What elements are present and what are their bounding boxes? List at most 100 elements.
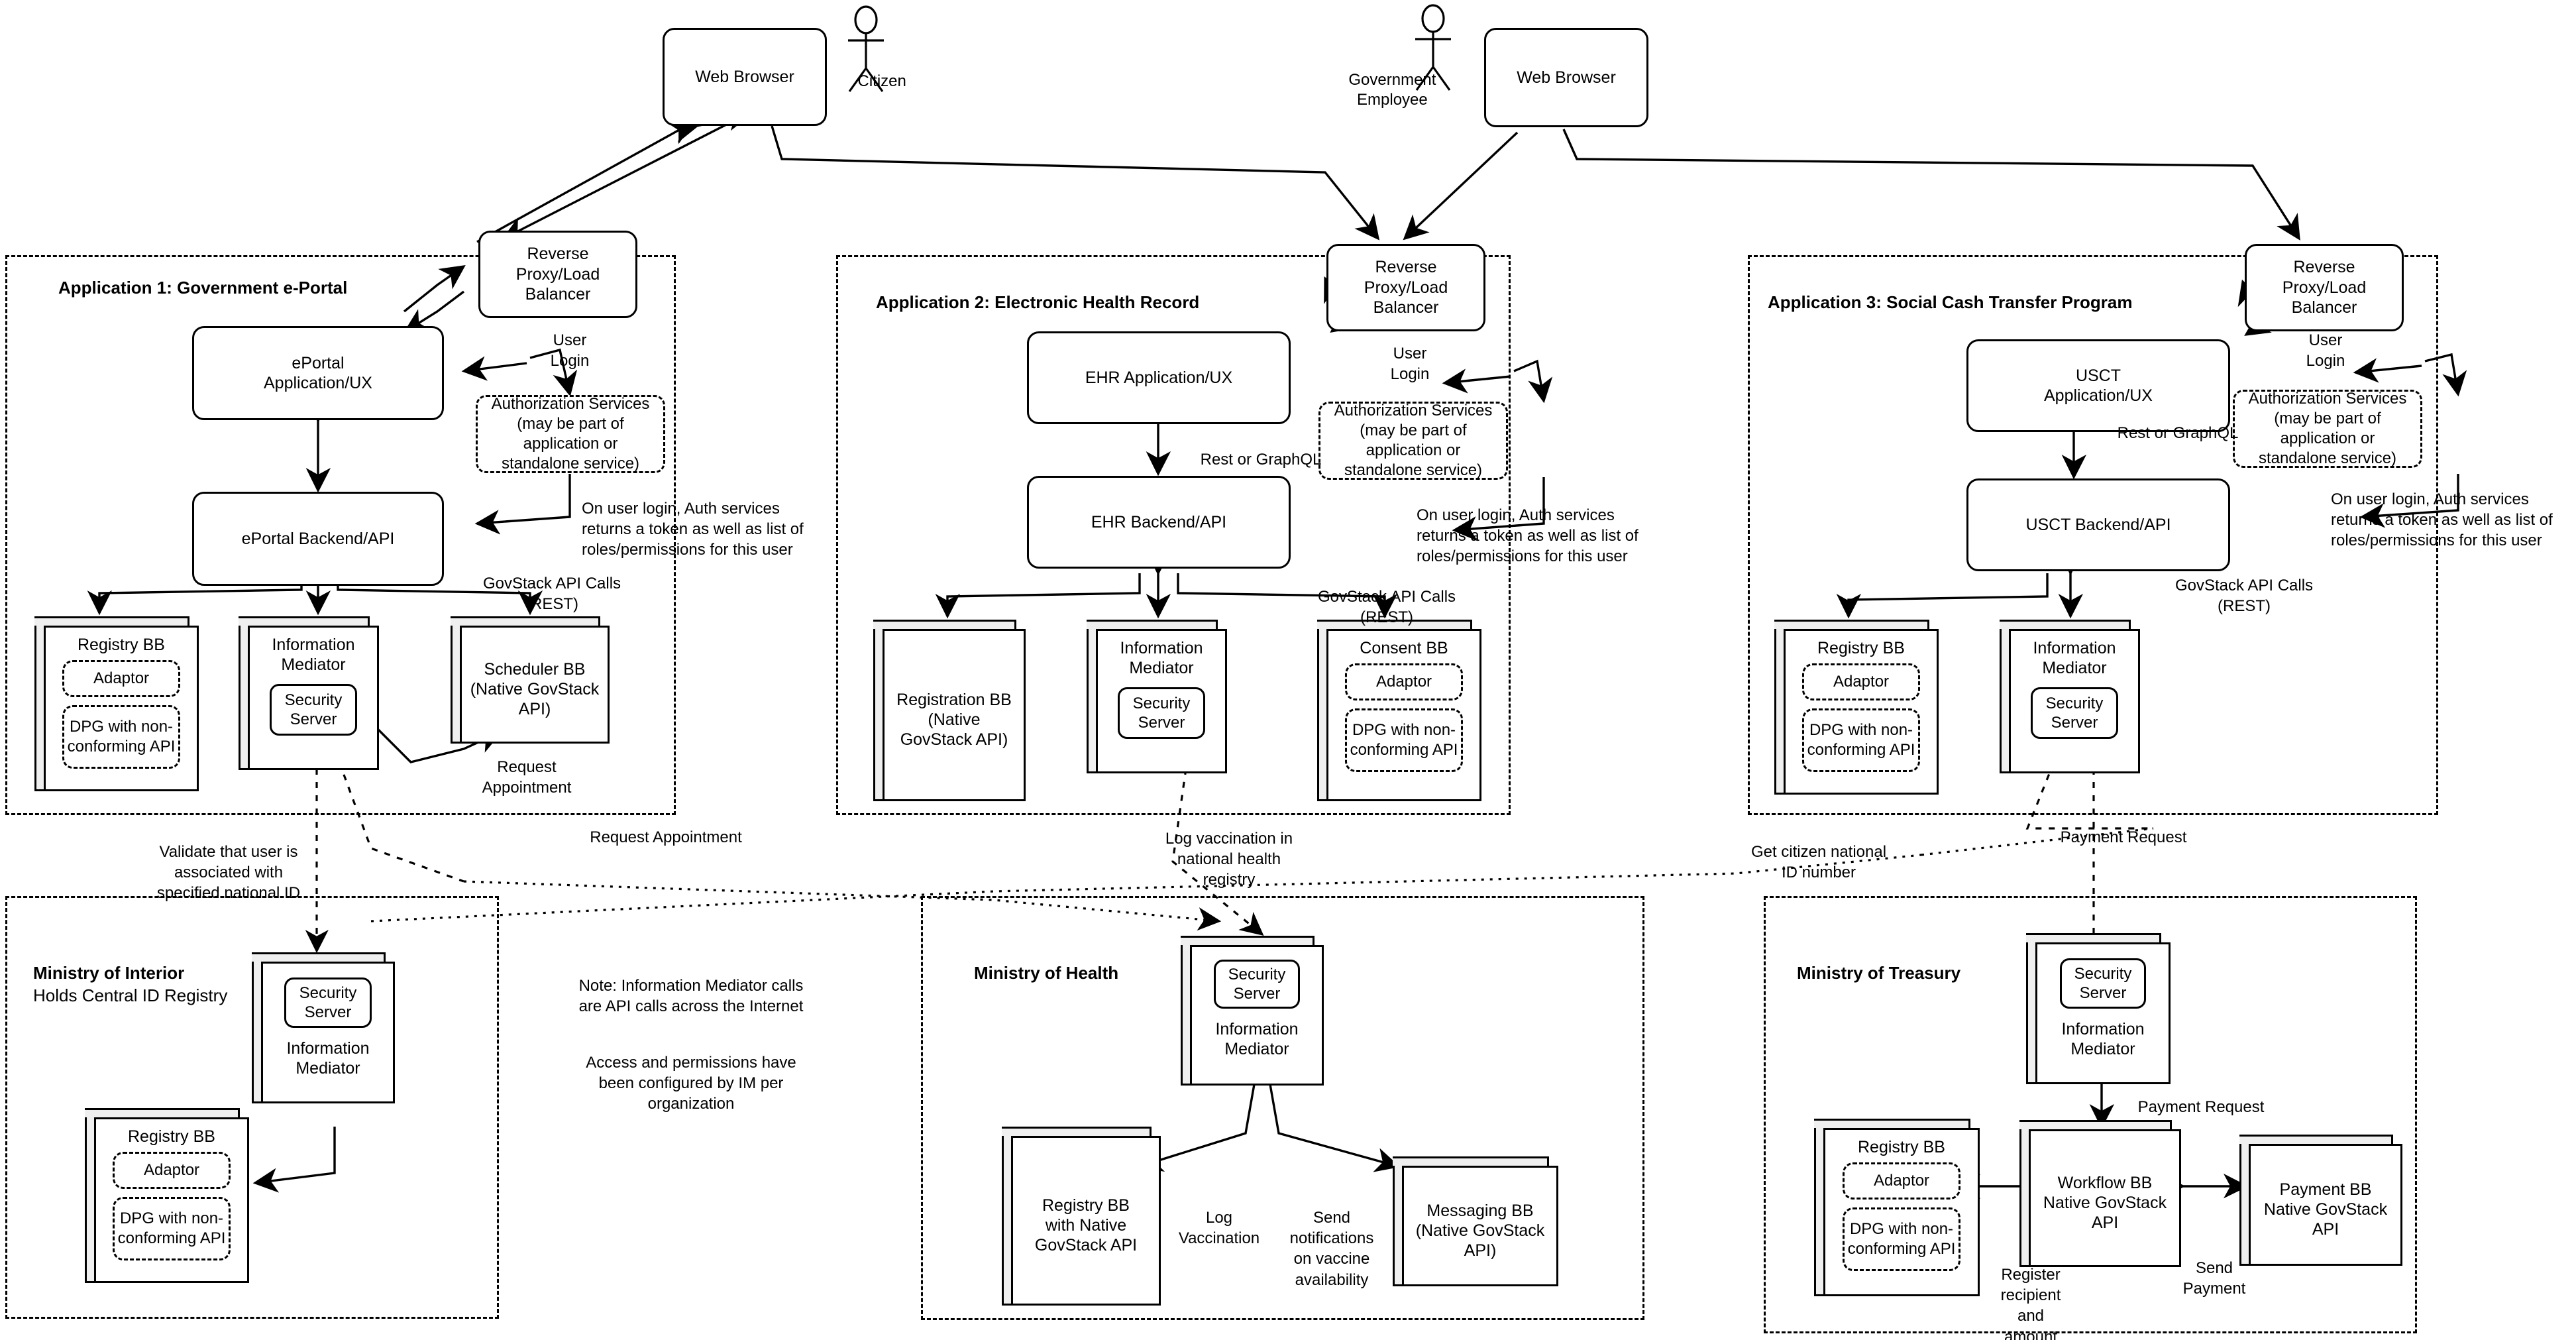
app1-backend[interactable]: ePortal Backend/API bbox=[192, 492, 444, 586]
treasury-payment-bb-title: Payment BB Native GovStack API bbox=[2263, 1180, 2388, 1239]
cube-top-face bbox=[2000, 620, 2131, 629]
app3-information-mediator-title: Information Mediator bbox=[2033, 639, 2116, 677]
cube-top-face bbox=[1814, 1119, 1970, 1128]
cube-top-face bbox=[2019, 1120, 2172, 1129]
zone-ministry-of-health-title: Ministry of Health bbox=[974, 963, 1119, 983]
cube-side-face bbox=[2019, 1129, 2029, 1267]
app1-frontend[interactable]: ePortal Application/UX bbox=[192, 326, 444, 420]
reverse-proxy-app2[interactable]: Reverse Proxy/Load Balancer bbox=[1326, 244, 1485, 331]
web-browser-employee[interactable]: Web Browser bbox=[1484, 28, 1648, 127]
app1-authorization-services[interactable]: Authorization Services (may be part of a… bbox=[476, 395, 665, 473]
treasury-payment-bb[interactable]: Payment BB Native GovStack API bbox=[2239, 1135, 2402, 1266]
reverse-proxy-app1[interactable]: Reverse Proxy/Load Balancer bbox=[478, 231, 637, 318]
interior-registry-bb[interactable]: Registry BB Adaptor DPG with non- confor… bbox=[85, 1108, 249, 1283]
app2-consent-bb-adaptor[interactable]: Adaptor bbox=[1345, 663, 1463, 700]
app2-consent-bb-dpg[interactable]: DPG with non- conforming API bbox=[1345, 708, 1463, 772]
web-browser-citizen[interactable]: Web Browser bbox=[663, 28, 827, 126]
zone-ministry-of-interior bbox=[5, 896, 499, 1319]
app1-govstack-api-calls-label: GovStack API Calls (REST) bbox=[482, 575, 621, 614]
app2-information-mediator[interactable]: Information Mediator Security Server bbox=[1087, 620, 1227, 773]
app2-transport-label: Rest or GraphQL bbox=[1200, 451, 1322, 469]
app3-backend[interactable]: USCT Backend/API bbox=[1966, 478, 2230, 571]
treasury-information-mediator-title: Information Mediator bbox=[2061, 1020, 2145, 1058]
app1-information-mediator[interactable]: Information Mediator Security Server bbox=[239, 616, 379, 770]
app1-registry-bb[interactable]: Registry BB Adaptor DPG with non- confor… bbox=[34, 616, 199, 791]
actor-citizen-label: Citizen bbox=[857, 72, 906, 90]
health-registry-bb[interactable]: Registry BB with Native GovStack API bbox=[1002, 1127, 1161, 1306]
cube-side-face bbox=[873, 629, 883, 801]
cube-top-face bbox=[1181, 936, 1315, 945]
app3-frontend[interactable]: USCT Application/UX bbox=[1966, 339, 2230, 432]
app2-authorization-services[interactable]: Authorization Services (may be part of a… bbox=[1318, 402, 1508, 480]
treasury-security-server[interactable]: Security Server bbox=[2060, 958, 2146, 1009]
zone-application-2-title: Application 2: Electronic Health Record bbox=[876, 292, 1200, 312]
app2-auth-note: On user login, Auth services returns a t… bbox=[1417, 506, 1638, 566]
treasury-registry-bb[interactable]: Registry BB Adaptor DPG with non- confor… bbox=[1814, 1119, 1980, 1296]
interior-registry-bb-adaptor[interactable]: Adaptor bbox=[113, 1152, 231, 1189]
app1-security-server[interactable]: Security Server bbox=[270, 684, 357, 736]
cube-top-face bbox=[2026, 933, 2161, 942]
app1-registry-bb-adaptor[interactable]: Adaptor bbox=[62, 660, 180, 697]
app3-information-mediator[interactable]: Information Mediator Security Server bbox=[2000, 620, 2140, 773]
interior-registry-bb-title: Registry BB bbox=[128, 1127, 215, 1146]
treasury-workflow-bb-title: Workflow BB Native GovStack API bbox=[2043, 1174, 2167, 1232]
app2-information-mediator-title: Information Mediator bbox=[1120, 639, 1203, 677]
app1-registry-bb-dpg[interactable]: DPG with non- conforming API bbox=[62, 705, 180, 769]
app2-registration-bb-title: Registration BB (Native GovStack API) bbox=[896, 691, 1012, 749]
app1-auth-note: On user login, Auth services returns a t… bbox=[582, 500, 804, 559]
app2-frontend[interactable]: EHR Application/UX bbox=[1027, 331, 1291, 424]
interior-registry-bb-dpg[interactable]: DPG with non- conforming API bbox=[113, 1197, 231, 1260]
interior-information-mediator[interactable]: Security Server Information Mediator bbox=[252, 952, 395, 1103]
interior-subtitle: Holds Central ID Registry bbox=[33, 985, 228, 1005]
app3-registry-bb-adaptor[interactable]: Adaptor bbox=[1802, 663, 1920, 700]
zone-application-1-title: Application 1: Government e-Portal bbox=[58, 278, 348, 298]
cube-side-face bbox=[2239, 1144, 2249, 1266]
health-messaging-bb-title: Messaging BB (Native GovStack API) bbox=[1415, 1201, 1545, 1260]
health-messaging-bb[interactable]: Messaging BB (Native GovStack API) bbox=[1393, 1156, 1558, 1286]
health-information-mediator[interactable]: Security Server Information Mediator bbox=[1181, 936, 1324, 1086]
app2-registration-bb[interactable]: Registration BB (Native GovStack API) bbox=[873, 620, 1026, 801]
cube-side-face bbox=[252, 962, 261, 1103]
health-registry-bb-title: Registry BB with Native GovStack API bbox=[1034, 1196, 1138, 1255]
treasury-workflow-bb[interactable]: Workflow BB Native GovStack API bbox=[2019, 1120, 2181, 1267]
treasury-payment-request-inner-label: Payment Request bbox=[2137, 1098, 2265, 1116]
app3-registry-bb[interactable]: Registry BB Adaptor DPG with non- confor… bbox=[1774, 620, 1939, 795]
interior-title: Ministry of Interior bbox=[33, 963, 185, 983]
stick-figure-icon bbox=[1415, 4, 1451, 91]
cube-front-face bbox=[1402, 1166, 1558, 1286]
health-information-mediator-title: Information Mediator bbox=[1215, 1020, 1299, 1058]
zone-ministry-of-treasury-title: Ministry of Treasury bbox=[1797, 963, 1961, 983]
zone-ministry-of-interior-title: Ministry of Interior Holds Central ID Re… bbox=[33, 962, 227, 1007]
app3-auth-note: On user login, Auth services returns a t… bbox=[2331, 490, 2553, 550]
cube-top-face bbox=[1317, 620, 1472, 629]
app3-authorization-services[interactable]: Authorization Services (may be part of a… bbox=[2233, 390, 2422, 468]
cube-side-face bbox=[1393, 1166, 1402, 1286]
app2-backend[interactable]: EHR Backend/API bbox=[1027, 476, 1291, 569]
app2-security-server[interactable]: Security Server bbox=[1118, 687, 1205, 739]
app3-registry-bb-dpg[interactable]: DPG with non- conforming API bbox=[1802, 708, 1920, 772]
app1-scheduler-bb[interactable]: Scheduler BB (Native GovStack API) bbox=[451, 616, 610, 744]
cube-top-face bbox=[252, 952, 386, 962]
treasury-information-mediator[interactable]: Security Server Information Mediator bbox=[2026, 933, 2171, 1084]
app1-scheduler-bb-title: Scheduler BB (Native GovStack API) bbox=[470, 660, 600, 718]
treasury-registry-bb-dpg[interactable]: DPG with non- conforming API bbox=[1843, 1207, 1960, 1271]
cube-top-face bbox=[451, 616, 600, 626]
actor-citizen: Citizen bbox=[830, 5, 906, 98]
health-security-server[interactable]: Security Server bbox=[1214, 960, 1300, 1009]
treasury-registry-bb-adaptor[interactable]: Adaptor bbox=[1843, 1162, 1960, 1200]
app3-security-server[interactable]: Security Server bbox=[2031, 687, 2118, 739]
cube-side-face bbox=[239, 626, 248, 770]
payment-request-cross-label: Payment Request bbox=[2060, 828, 2187, 846]
app3-transport-label: Rest or GraphQL bbox=[2117, 424, 2239, 442]
actor-government-employee: Government Employee bbox=[1348, 4, 1470, 109]
get-citizen-id-label: Get citizen national ID number bbox=[1750, 843, 1887, 882]
app2-consent-bb[interactable]: Consent BB Adaptor DPG with non- conform… bbox=[1317, 620, 1481, 801]
cube-top-face bbox=[1774, 620, 1929, 629]
interior-security-server[interactable]: Security Server bbox=[284, 977, 372, 1028]
cube-front-face bbox=[883, 629, 1026, 801]
reverse-proxy-app3[interactable]: Reverse Proxy/Load Balancer bbox=[2245, 244, 2404, 331]
cube-side-face bbox=[451, 626, 460, 744]
cube-side-face bbox=[34, 626, 44, 791]
treasury-registry-bb-title: Registry BB bbox=[1858, 1138, 1945, 1156]
